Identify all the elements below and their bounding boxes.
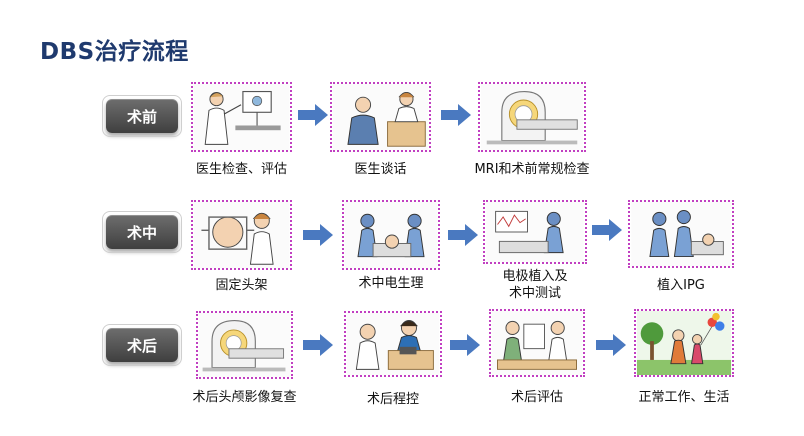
arrow-right-icon (303, 334, 333, 356)
step-label: 植入IPG (657, 278, 705, 293)
illustration-electrode-implant (483, 200, 587, 264)
step-label: 电极植入及 (502, 269, 568, 284)
illustration-ipg-implant (628, 200, 734, 268)
illustration-programming (344, 311, 442, 377)
illustration-doctor-exam (191, 82, 292, 152)
step-label: MRI和术前常规检查 (474, 162, 590, 177)
arrow-right-icon (450, 334, 480, 356)
arrow-right-icon (596, 334, 626, 356)
step-label: 正常工作、生活 (638, 390, 730, 405)
arrow-right-icon (298, 104, 328, 126)
illustration-postop-imaging (196, 311, 293, 379)
step-label: 医生检查、评估 (195, 162, 287, 177)
illustration-normal-life (634, 309, 734, 377)
step-label: 术中电生理 (358, 276, 424, 291)
stage-button-postop: 术后 (102, 324, 182, 366)
illustration-mri-scan (478, 82, 586, 152)
arrow-right-icon (592, 219, 622, 241)
arrow-right-icon (303, 224, 333, 246)
step-label: 术后头颅影像复查 (192, 390, 297, 405)
illustration-evaluation (489, 309, 585, 377)
illustration-head-frame (191, 200, 292, 270)
illustration-electrophysiology (342, 200, 440, 270)
illustration-doctor-talk (330, 82, 431, 152)
step-label: 固定头架 (215, 278, 268, 293)
stage-button-intraop: 术中 (102, 211, 182, 253)
arrow-right-icon (448, 224, 478, 246)
arrow-right-icon (441, 104, 471, 126)
stage-button-preop: 术前 (102, 95, 182, 137)
step-label: 术后评估 (510, 390, 563, 405)
step-label: 医生谈话 (354, 162, 407, 177)
step-label: 术中测试 (508, 286, 561, 301)
step-label: 术后程控 (366, 392, 419, 407)
page-title: DBS治疗流程 (40, 39, 189, 65)
